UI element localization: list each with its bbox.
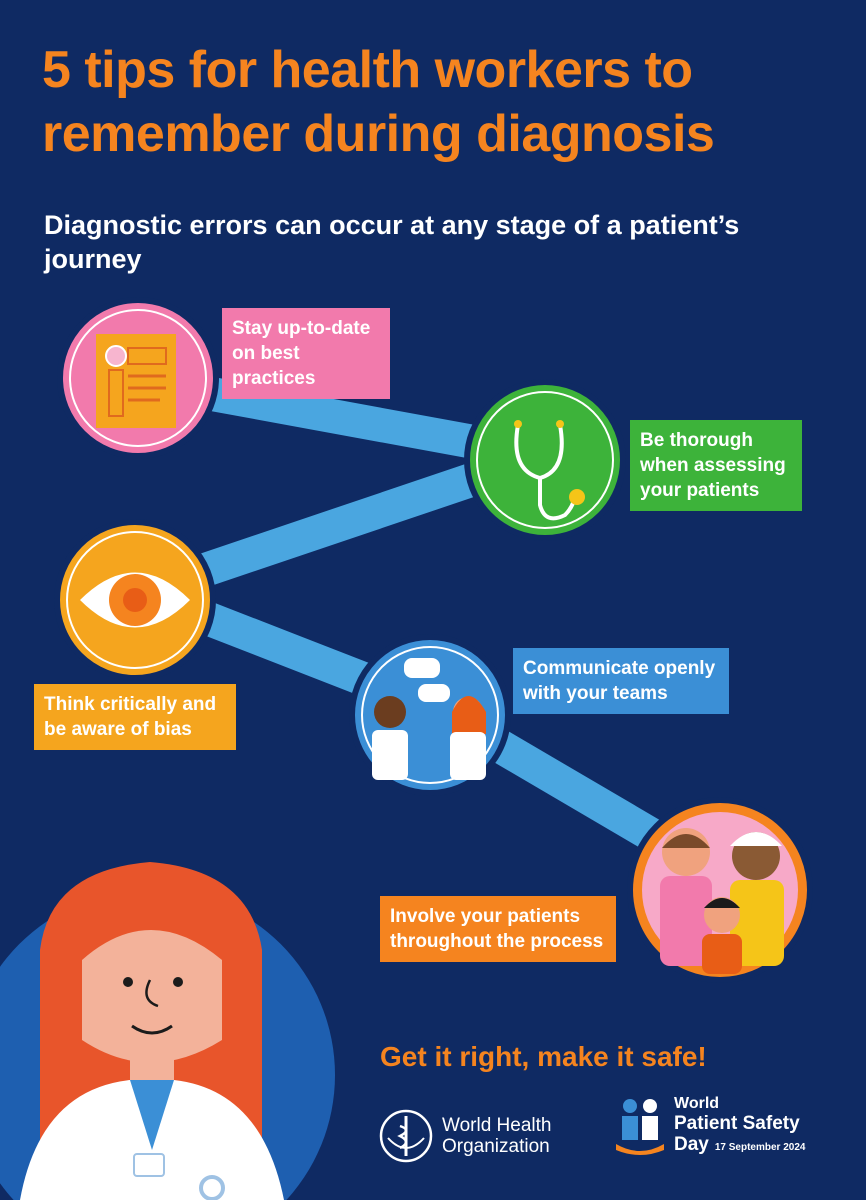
world-patient-safety-day-logo: World Patient Safety Day 17 September 202… [612, 1094, 805, 1158]
document-icon [57, 297, 219, 459]
wpsd-line2: Patient Safety [674, 1113, 800, 1134]
who-emblem-icon [379, 1109, 433, 1163]
doctor-illustration [20, 862, 284, 1200]
tip-label-stay-up-to-date: Stay up-to-date on best practices [222, 308, 390, 399]
tip-label-be-thorough: Be thorough when assessing your patients [630, 420, 802, 511]
tagline: Get it right, make it safe! [380, 1041, 707, 1072]
tip-label-think-critically: Think critically and be aware of bias [34, 684, 236, 750]
tip-label-involve-patients: Involve your patients throughout the pro… [380, 896, 616, 962]
who-name-line2: Organization [442, 1136, 550, 1157]
who-name-line1: World Health [442, 1115, 552, 1136]
poster-title: 5 tips for health workers to remember du… [42, 41, 715, 163]
who-logo: World Health Organization [378, 1108, 551, 1164]
wpsd-line3: Day [674, 1134, 709, 1155]
patient-safety-emblem-icon [616, 1099, 664, 1155]
poster-subtitle: Diagnostic errors can occur at any stage… [44, 210, 740, 274]
wpsd-line1: World [674, 1095, 720, 1112]
family-icon [627, 797, 813, 983]
eye-icon [54, 519, 216, 681]
wpsd-date: 17 September 2024 [714, 1142, 806, 1153]
health-workers-talking-icon [349, 634, 511, 796]
stethoscope-icon [464, 379, 626, 541]
tip-label-communicate: Communicate openly with your teams [513, 648, 729, 714]
